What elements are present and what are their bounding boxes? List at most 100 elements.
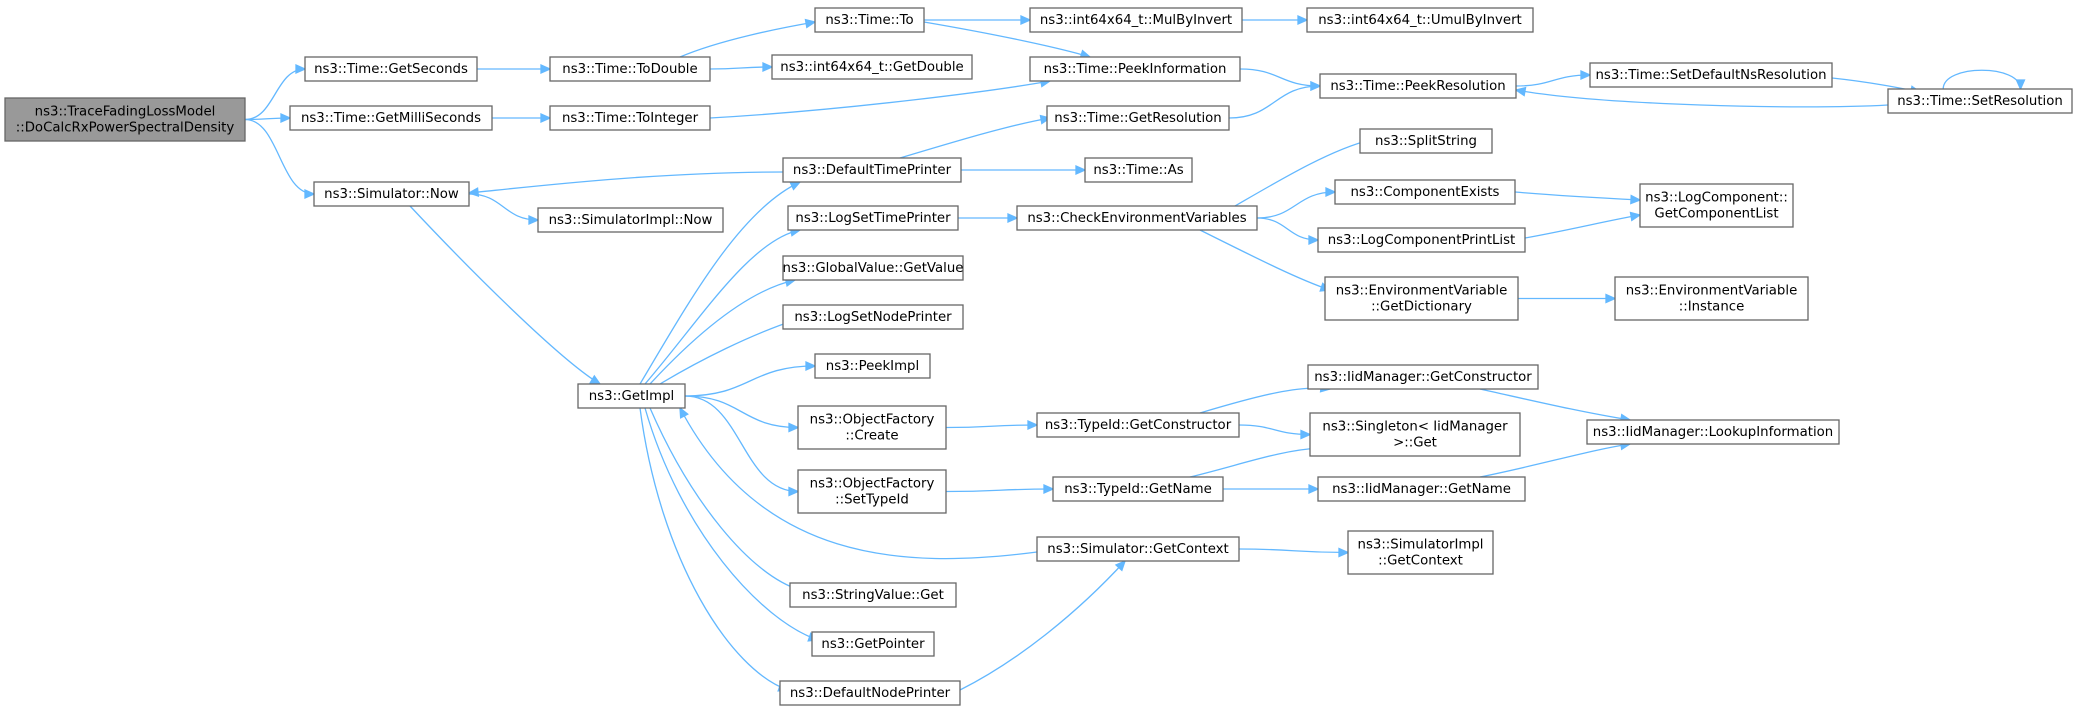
node-peekRes[interactable]: ns3::Time::PeekResolution xyxy=(1319,73,1517,99)
node-svGet[interactable]: ns3::StringValue::Get xyxy=(789,582,957,608)
node-label: GetComponentList xyxy=(1654,207,1778,222)
edge-line xyxy=(1515,89,1889,108)
node-defNodePrinter[interactable]: ns3::DefaultNodePrinter xyxy=(779,680,961,706)
node-toDouble[interactable]: ns3::Time::ToDouble xyxy=(549,56,711,82)
node-getSeconds[interactable]: ns3::Time::GetSeconds xyxy=(304,56,478,82)
node-root[interactable]: ns3::TraceFadingLossModel::DoCalcRxPower… xyxy=(4,97,246,142)
edge-arrowhead xyxy=(1297,14,1309,26)
edge-arrowhead xyxy=(1605,293,1617,304)
node-ofSetTypeId[interactable]: ns3::ObjectFactory::SetTypeId xyxy=(797,469,947,514)
edge-line xyxy=(639,181,801,385)
node-box xyxy=(289,105,493,131)
node-gvGetValue[interactable]: ns3::GlobalValue::GetValue xyxy=(782,255,964,281)
edge-line xyxy=(899,117,1051,159)
edge-line xyxy=(679,407,1038,560)
call-edge-checkEnv-to-logCompPrintList xyxy=(1256,217,1320,246)
node-checkEnv[interactable]: ns3::CheckEnvironmentVariables xyxy=(1016,205,1258,231)
node-logCompGetList[interactable]: ns3::LogComponent::GetComponentList xyxy=(1639,183,1794,228)
node-label: ::Create xyxy=(845,429,898,444)
call-edge-getImpl-to-logSetNode xyxy=(659,318,797,385)
call-edge-root-to-simNow xyxy=(244,118,316,200)
node-label: ns3::SplitString xyxy=(1375,134,1477,149)
node-mulByInvert[interactable]: ns3::int64x64_t::MulByInvert xyxy=(1029,7,1243,33)
node-getImpl[interactable]: ns3::GetImpl xyxy=(577,383,686,409)
node-peekInfo[interactable]: ns3::Time::PeekInformation xyxy=(1029,56,1241,82)
node-label: ns3::GlobalValue::GetValue xyxy=(783,261,964,276)
edge-line xyxy=(1239,68,1321,87)
node-box xyxy=(304,56,478,82)
node-singletonGet[interactable]: ns3::Singleton< IidManager>::Get xyxy=(1309,412,1521,457)
edge-arrowhead xyxy=(2015,79,2026,91)
node-iidGetName[interactable]: ns3::IidManager::GetName xyxy=(1317,476,1526,502)
edge-arrowhead xyxy=(789,181,802,191)
node-defTimePrinter[interactable]: ns3::DefaultTimePrinter xyxy=(782,157,962,183)
node-simGetContext[interactable]: ns3::Simulator::GetContext xyxy=(1036,536,1240,562)
node-envInstance[interactable]: ns3::EnvironmentVariable::Instance xyxy=(1614,276,1809,321)
node-label: ns3::Time::As xyxy=(1093,163,1183,178)
node-box xyxy=(1307,364,1539,390)
call-edge-simNow-to-getImpl xyxy=(409,205,602,385)
node-timeTo[interactable]: ns3::Time::To xyxy=(814,7,925,33)
node-getResolution[interactable]: ns3::Time::GetResolution xyxy=(1046,105,1230,131)
node-getPointer[interactable]: ns3::GetPointer xyxy=(811,631,935,657)
node-label: ns3::PeekImpl xyxy=(826,359,919,374)
edge-line xyxy=(684,365,816,397)
node-label: ns3::TypeId::GetName xyxy=(1064,482,1212,497)
node-simImplNow[interactable]: ns3::SimulatorImpl::Now xyxy=(537,207,724,233)
edge-arrowhead xyxy=(1338,547,1350,558)
node-timeAs[interactable]: ns3::Time::As xyxy=(1084,157,1193,183)
call-edge-toInteger-to-peekInfo xyxy=(709,77,1052,119)
node-tidGetCtor[interactable]: ns3::TypeId::GetConstructor xyxy=(1036,412,1240,438)
node-label: ns3::Time::ToInteger xyxy=(562,111,699,126)
node-box xyxy=(549,105,711,131)
node-label: ::SetTypeId xyxy=(835,493,909,508)
node-label: ::Instance xyxy=(1679,300,1745,315)
node-umulByInvert[interactable]: ns3::int64x64_t::UmulByInvert xyxy=(1306,7,1534,33)
edge-arrowhead xyxy=(295,63,307,75)
edge-line xyxy=(1942,69,2022,90)
call-edge-getImpl-to-peekImpl xyxy=(684,360,817,397)
call-edge-defNodePrinter-to-simGetContext xyxy=(959,559,1127,691)
node-iidGetCtor[interactable]: ns3::IidManager::GetConstructor xyxy=(1307,364,1539,390)
node-ofCreate[interactable]: ns3::ObjectFactory::Create xyxy=(797,405,947,450)
node-box xyxy=(814,7,925,33)
node-toInteger[interactable]: ns3::Time::ToInteger xyxy=(549,105,711,131)
edge-arrowhead xyxy=(589,374,602,385)
node-label: ns3::EnvironmentVariable xyxy=(1336,284,1508,299)
node-box xyxy=(1586,419,1840,445)
node-label: ::GetDictionary xyxy=(1371,300,1472,315)
node-box xyxy=(1309,412,1521,457)
node-box xyxy=(313,181,470,207)
node-label: ns3::Time::PeekResolution xyxy=(1330,79,1505,94)
node-getMilli[interactable]: ns3::Time::GetMilliSeconds xyxy=(289,105,493,131)
node-label: ns3::DefaultTimePrinter xyxy=(793,163,952,178)
node-setDefNsRes[interactable]: ns3::Time::SetDefaultNsResolution xyxy=(1589,62,1833,88)
node-tidGetName[interactable]: ns3::TypeId::GetName xyxy=(1052,476,1224,502)
node-i64GetDouble[interactable]: ns3::int64x64_t::GetDouble xyxy=(771,54,973,80)
edge-arrowhead xyxy=(1629,211,1642,222)
node-compExists[interactable]: ns3::ComponentExists xyxy=(1334,179,1516,205)
node-simNow[interactable]: ns3::Simulator::Now xyxy=(313,181,470,207)
node-label: ns3::TraceFadingLossModel xyxy=(35,105,216,120)
edge-line xyxy=(1256,191,1336,219)
node-box xyxy=(1036,536,1240,562)
edge-arrowhead xyxy=(540,112,552,124)
node-logSetTime[interactable]: ns3::LogSetTimePrinter xyxy=(787,205,959,231)
node-label: ns3::SimulatorImpl xyxy=(1358,538,1484,553)
node-box xyxy=(537,207,724,233)
node-label: ns3::LogComponentPrintList xyxy=(1328,233,1516,248)
node-setRes[interactable]: ns3::Time::SetResolution xyxy=(1887,88,2073,114)
node-logCompPrintList[interactable]: ns3::LogComponentPrintList xyxy=(1317,227,1526,253)
node-peekImpl[interactable]: ns3::PeekImpl xyxy=(814,353,931,379)
call-edge-getImpl-to-defNodePrinter xyxy=(639,407,790,692)
node-simImplGetContext[interactable]: ns3::SimulatorImpl::GetContext xyxy=(1347,530,1494,575)
node-box xyxy=(1046,105,1230,131)
node-envGetDict[interactable]: ns3::EnvironmentVariable::GetDictionary xyxy=(1324,276,1519,321)
node-logSetNode[interactable]: ns3::LogSetNodePrinter xyxy=(782,304,964,330)
edge-arrowhead xyxy=(679,406,689,419)
call-edge-toDouble-to-i64GetDouble xyxy=(709,61,774,73)
node-label: ns3::Time::SetDefaultNsResolution xyxy=(1595,68,1826,83)
node-iidLookup[interactable]: ns3::IidManager::LookupInformation xyxy=(1586,419,1840,445)
node-splitString[interactable]: ns3::SplitString xyxy=(1359,128,1493,154)
node-label: ns3::Singleton< IidManager xyxy=(1322,420,1508,435)
